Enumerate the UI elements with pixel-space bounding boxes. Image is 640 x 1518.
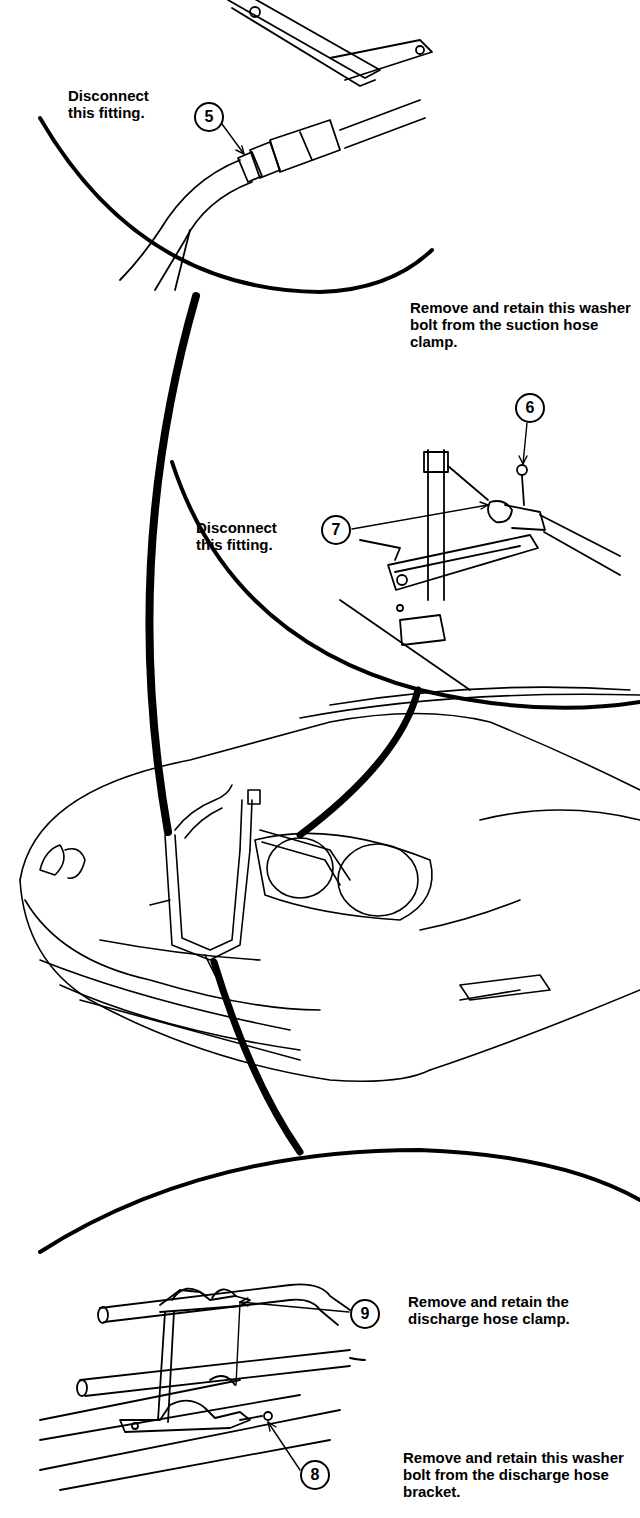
instruction-note: Disconnect this fitting. <box>196 520 296 554</box>
fitting-5 <box>120 0 432 290</box>
callout-number: 9 <box>361 1305 370 1323</box>
instruction-note: Remove and retain this washer bolt from … <box>410 300 636 350</box>
instruction-note: Remove and retain this washer bolt from … <box>403 1450 635 1500</box>
inset-outline <box>172 462 640 708</box>
car-front <box>20 687 640 1081</box>
callout-number: 8 <box>311 1466 320 1484</box>
callout-number: 7 <box>332 521 341 539</box>
callout-circle: 9 <box>350 1299 380 1329</box>
callout-circle: 8 <box>300 1460 330 1490</box>
discharge-hose-bracket <box>40 1284 365 1490</box>
inset-outline <box>40 118 432 292</box>
callout-number: 6 <box>526 399 535 417</box>
callout-number: 5 <box>205 108 214 126</box>
suction-hose-clamp <box>340 450 620 690</box>
ac-hoses <box>150 785 350 975</box>
callout-circle: 6 <box>515 393 545 423</box>
inset-band <box>300 690 418 835</box>
inset-band <box>149 296 196 832</box>
instruction-note: Disconnect this fitting. <box>68 88 168 122</box>
inset-outline <box>40 1150 640 1252</box>
callout-circle: 5 <box>194 102 224 132</box>
instruction-note: Remove and retain the discharge hose cla… <box>408 1294 634 1328</box>
callout-circle: 7 <box>321 515 351 545</box>
